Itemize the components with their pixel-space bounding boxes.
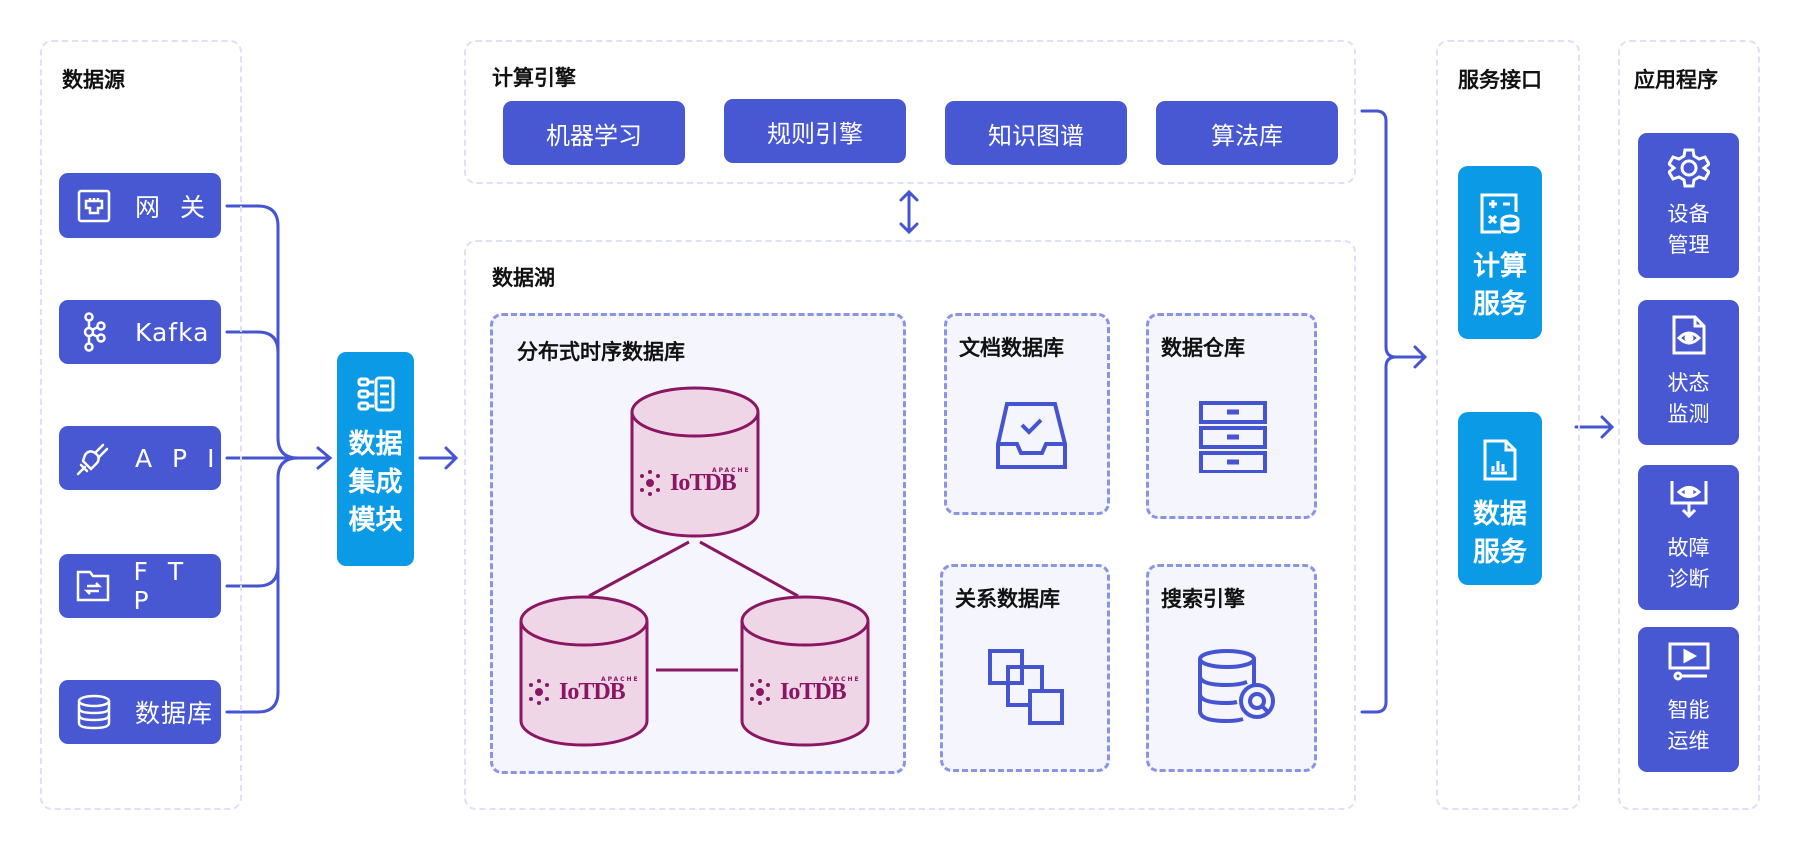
integration-label-line: 数据 (348, 429, 403, 460)
iotdb-label: IoTDB (559, 679, 626, 705)
iotdb-logo-icon (529, 679, 549, 705)
connector-db (225, 456, 300, 714)
app-intelligent-ops[interactable]: 智能 运维 (1638, 627, 1739, 772)
store-data-warehouse[interactable]: 数据仓库 (1146, 313, 1317, 519)
app-device-management[interactable]: 设备 管理 (1638, 133, 1739, 278)
store-relational-db[interactable]: 关系数据库 (940, 564, 1110, 772)
app-label-line: 状态 (1667, 371, 1710, 395)
iotdb-sublabel: APACHE (712, 467, 751, 474)
iotdb-sublabel: APACHE (822, 676, 861, 683)
database-icon (73, 691, 115, 733)
database-search-icon (1198, 649, 1275, 724)
integration-label-line: 模块 (348, 505, 403, 536)
source-database[interactable]: 数据库 (59, 680, 221, 744)
compute-item-rule-engine[interactable]: 规则引擎 (724, 99, 906, 163)
plug-icon (73, 437, 115, 479)
app-label-line: 管理 (1667, 233, 1710, 257)
source-label: F T P (133, 557, 190, 615)
linked-squares-icon (988, 649, 1064, 725)
service-interface-title: 服务接口 (1458, 68, 1542, 92)
service-data[interactable]: 数据 服务 (1458, 412, 1542, 585)
iotdb-node-top (630, 386, 760, 538)
arrow-to-lake (418, 446, 459, 470)
compute-engine-title: 计算引擎 (492, 66, 576, 90)
file-eye-icon (1672, 315, 1705, 355)
app-fault-diagnosis[interactable]: 故障 诊断 (1638, 465, 1739, 610)
source-label: 网 关 (135, 192, 211, 222)
iotdb-label: IoTDB (670, 470, 737, 496)
source-kafka[interactable]: Kafka (59, 300, 221, 364)
integration-label-line: 集成 (348, 467, 403, 498)
integration-icon (356, 376, 396, 416)
connector-kafka (225, 330, 280, 354)
app-status-monitoring[interactable]: 状态 监测 (1638, 300, 1739, 445)
drawers-icon (1199, 401, 1267, 473)
data-sources-title: 数据源 (62, 68, 125, 92)
source-api[interactable]: A P I (59, 426, 221, 490)
store-title: 关系数据库 (955, 587, 1060, 611)
compute-item-algorithm-library[interactable]: 算法库 (1156, 101, 1338, 165)
calculator-icon (1480, 193, 1520, 234)
tsdb-title: 分布式时序数据库 (517, 340, 685, 364)
service-label-line: 服务 (1473, 289, 1527, 320)
gateway-icon (73, 185, 115, 227)
source-ftp[interactable]: F T P (59, 554, 221, 618)
service-compute[interactable]: 计算 服务 (1458, 166, 1542, 339)
applications-panel: 应用程序 (1618, 40, 1760, 810)
store-search-engine[interactable]: 搜索引擎 (1146, 564, 1317, 772)
compute-engine-panel: 计算引擎 (464, 40, 1356, 184)
iotdb-logo-icon (750, 679, 770, 705)
source-label: Kafka (135, 317, 210, 347)
monitor-play-icon (1668, 642, 1709, 681)
source-label: A P I (135, 443, 221, 473)
iotdb-node-left (519, 595, 649, 747)
iotdb-sublabel: APACHE (601, 676, 640, 683)
app-label-line: 设备 (1667, 202, 1710, 226)
app-label-line: 诊断 (1667, 567, 1710, 591)
compute-item-knowledge-graph[interactable]: 知识图谱 (945, 101, 1127, 165)
store-title: 文档数据库 (959, 336, 1064, 360)
kafka-icon (73, 311, 115, 353)
service-label-line: 计算 (1473, 251, 1527, 282)
integration-module[interactable]: 数据 集成 模块 (337, 352, 414, 566)
arrow-to-integration (316, 446, 333, 470)
iotdb-logo-icon (640, 470, 660, 496)
service-label-line: 数据 (1473, 499, 1527, 530)
gear-icon (1667, 148, 1710, 188)
arrow-to-services (1394, 345, 1428, 369)
inbox-check-icon (996, 402, 1067, 469)
store-document-db[interactable]: 文档数据库 (944, 313, 1110, 515)
store-title: 搜索引擎 (1161, 587, 1245, 611)
cluster-link (588, 540, 799, 672)
bidirectional-arrow (899, 189, 919, 235)
iotdb-label: IoTDB (780, 679, 847, 705)
source-label: 数据库 (135, 699, 214, 728)
app-label-line: 智能 (1667, 698, 1710, 722)
app-label-line: 监测 (1667, 402, 1710, 426)
iotdb-logo-marks (529, 470, 770, 705)
applications-title: 应用程序 (1634, 68, 1718, 92)
service-interface-panel: 服务接口 (1436, 40, 1580, 810)
eye-download-icon (1670, 481, 1707, 519)
data-lake-panel: 数据湖 (464, 240, 1356, 810)
source-gateway[interactable]: 网 关 (59, 173, 221, 238)
arrow-to-apps (1574, 415, 1615, 439)
folder-transfer-icon (73, 565, 114, 607)
compute-item-machine-learning[interactable]: 机器学习 (503, 101, 685, 165)
app-label-line: 故障 (1667, 536, 1710, 560)
app-label-line: 运维 (1667, 729, 1710, 753)
connector-gateway (225, 204, 300, 460)
store-title: 数据仓库 (1161, 336, 1245, 360)
service-label-line: 服务 (1473, 537, 1527, 568)
report-icon (1483, 439, 1517, 481)
iotdb-node-right (740, 595, 870, 747)
data-sources-panel: 数据源 (40, 40, 242, 810)
data-lake-title: 数据湖 (492, 266, 555, 290)
